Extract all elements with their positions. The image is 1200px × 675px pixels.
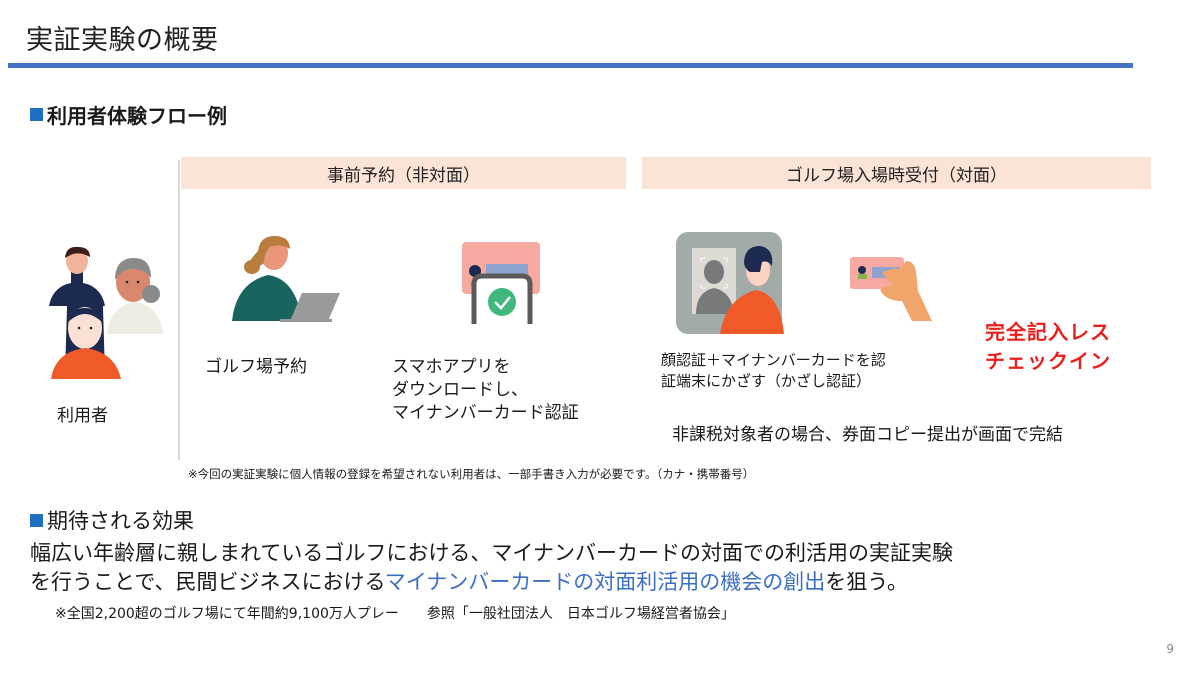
flow-section-heading-text: 利用者体験フロー例 <box>47 104 227 128</box>
effect-section-heading: 期待される効果 <box>30 505 194 535</box>
slide-title: 実証実験の概要 <box>26 25 219 56</box>
phase-label: ゴルフ場入場時受付（対面） <box>786 165 1007 186</box>
effect-line-2: を行うことで、民間ビジネスにおけるマイナンバーカードの対面利活用の機会の創出を狙… <box>30 568 908 597</box>
step-line: マイナンバーカード認証 <box>392 403 579 423</box>
users-group-illustration <box>49 246 163 379</box>
flow-section-heading: 利用者体験フロー例 <box>30 100 227 129</box>
result-line: チェックイン <box>985 349 1111 373</box>
phase-band-onsite-checkin: ゴルフ場入場時受付（対面） <box>642 157 1151 189</box>
effect-section-heading-text: 期待される効果 <box>47 509 194 533</box>
result-line: 完全記入レス <box>985 320 1111 344</box>
effect-line-2-prefix: を行うことで、民間ビジネスにおける <box>30 570 385 594</box>
person-laptop-illustration <box>232 235 340 322</box>
page-number: 9 <box>1166 642 1174 656</box>
vertical-divider <box>178 160 180 460</box>
step-line: スマホアプリを <box>392 357 511 377</box>
hand-holding-card-illustration <box>850 257 932 321</box>
result-label-checkin: 完全記入レス チェックイン <box>985 318 1111 376</box>
effect-note: ※全国2,200超のゴルフ場にて年間約9,100万人プレー 参照「一般社団法人 … <box>55 606 735 622</box>
step-label-app-auth: スマホアプリを ダウンロードし、 マイナンバーカード認証 <box>392 356 579 425</box>
square-bullet-icon <box>30 108 43 121</box>
title-rule <box>8 63 1133 68</box>
step-line: 証端末にかざす（かざし認証） <box>661 372 872 390</box>
step-line: ダウンロードし、 <box>392 380 528 400</box>
square-bullet-icon <box>30 513 43 527</box>
non-taxable-note: 非課税対象者の場合、券面コピー提出が画面で完結 <box>672 425 1063 445</box>
step-label-golf-booking: ゴルフ場予約 <box>205 357 307 377</box>
user-label: 利用者 <box>57 406 108 426</box>
step-label-face-card-auth: 顔認証＋マイナンバーカードを認 証端末にかざす（かざし認証） <box>661 350 886 392</box>
step-line: 顔認証＋マイナンバーカードを認 <box>661 351 886 369</box>
flow-footnote: ※今回の実証実験に個人情報の登録を希望されない利用者は、一部手書き入力が必要です… <box>188 467 755 481</box>
phase-band-advance-booking: 事前予約（非対面） <box>181 157 626 189</box>
effect-line-2-suffix: を狙う。 <box>825 570 909 594</box>
smartphone-card-check-illustration <box>462 242 540 324</box>
face-recognition-illustration <box>676 232 784 334</box>
effect-line-1: 幅広い年齢層に親しまれているゴルフにおける、マイナンバーカードの対面での利活用の… <box>30 541 953 565</box>
effect-highlight: マイナンバーカードの対面利活用の機会の創出 <box>384 570 826 594</box>
phase-label: 事前予約（非対面） <box>327 165 480 186</box>
